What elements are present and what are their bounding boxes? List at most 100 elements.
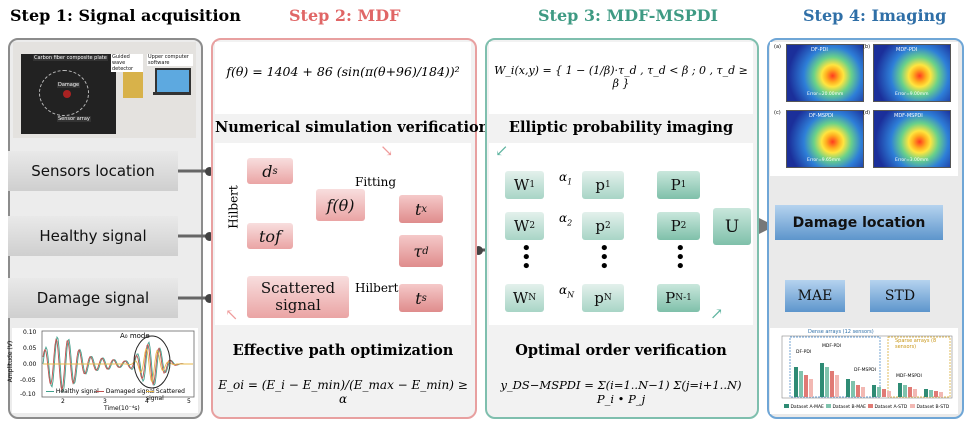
damaged-signal-line — [42, 338, 193, 392]
heatmap-b-tag: (b) — [863, 44, 871, 50]
junction-dot — [474, 246, 483, 255]
series-label-1: DF-PDI — [796, 350, 812, 355]
effective-path-heading: Effective path optimization — [232, 342, 454, 359]
mdf-formula: f(θ) = 1404 + 86 (sin(π(θ+96)/184))² — [226, 64, 460, 79]
mae-box: MAE — [785, 280, 845, 312]
alpha1-label: α1 — [559, 170, 573, 187]
sensor-ring — [39, 70, 89, 116]
bar — [851, 381, 855, 397]
std-box: STD — [870, 280, 930, 312]
bar — [861, 387, 865, 397]
step3-title: Step 3: MDF-MSPDI — [538, 6, 719, 25]
guided-wave-detector — [123, 72, 143, 98]
bar — [872, 385, 876, 397]
series-label-4: MDF-MSPDI — [896, 374, 922, 379]
bar — [913, 389, 917, 397]
bar — [877, 387, 881, 397]
junction-dot — [205, 294, 214, 303]
ellipse-formula: W_i(x,y) = { 1 − (1/β)·τ_d , τ_d < β ; 0… — [494, 64, 748, 90]
union-node: U — [713, 208, 751, 245]
y-tick-3: 0.00 — [23, 361, 37, 368]
heatmap-d-title: MDF-MSPDI — [894, 113, 923, 119]
photo-label-software: Upper computer software — [147, 54, 193, 66]
bar — [794, 367, 798, 397]
vertical-dots-P: ••• — [675, 238, 686, 277]
heatmap-d-tag: (d) — [863, 110, 871, 116]
error-bar-chart: Dense arrays (12 sensors) Sparse arrays … — [770, 328, 958, 414]
bar — [804, 375, 808, 397]
signal-plot-svg — [41, 330, 195, 398]
step4-title: Step 4: Imaging — [803, 6, 947, 25]
junction-dot — [205, 167, 214, 176]
series-label-2: MDF-PDI — [822, 344, 842, 349]
legend-b-mae: Dataset B-MAE — [826, 404, 866, 410]
legend-scattered: Scattered signal — [146, 388, 185, 402]
bar — [934, 391, 938, 397]
x-tick-2: 3 — [103, 398, 107, 405]
healthy-signal-line — [42, 336, 193, 393]
sparse-array-header: Sparse arrays (8 sensors) — [895, 338, 937, 350]
optimal-order-formula: y_DS−MSPDI = Σ(i=1..N−1) Σ(j=i+1..N) P_i… — [500, 378, 742, 406]
legend-a-mae: Dataset A-MAE — [784, 404, 824, 410]
heatmap-a-tag: (a) — [774, 44, 781, 50]
heatmap-d — [873, 110, 951, 168]
alphaN-label: αN — [559, 283, 575, 300]
y-tick-5: -0.10 — [20, 391, 36, 398]
experiment-photo: Carbon fiber composite plate Damage Sens… — [13, 42, 196, 138]
numerical-simulation-heading: Numerical simulation verification — [215, 119, 490, 136]
y-tick-2: 0.05 — [23, 345, 37, 352]
step2-pink-arrow-bottom: ↖ — [225, 305, 239, 324]
y-tick-4: -0.05 — [20, 377, 36, 384]
step2-title: Step 2: MDF — [289, 6, 401, 25]
junction-dot — [205, 232, 214, 241]
legend-healthy: Healthy signal — [46, 388, 99, 395]
elliptic-probability-heading: Elliptic probability imaging — [508, 119, 734, 136]
bar — [799, 371, 803, 397]
scattered-signal-node: Scattered signal — [247, 276, 349, 318]
bar — [882, 389, 886, 397]
heatmap-c-error: Error=9.65mm — [807, 158, 841, 163]
step3-teal-arrow-top: ↙ — [495, 141, 509, 160]
vertical-dots-p: ••• — [599, 238, 610, 277]
hilbert-label-mid: Hilbert — [355, 281, 399, 295]
damage-signal-box: Damage signal — [8, 278, 178, 318]
photo-label-damage: Damage — [57, 82, 81, 88]
step1-title: Step 1: Signal acquisition — [10, 6, 241, 25]
step3-teal-arrow-bottom: ↗ — [710, 304, 724, 323]
tof-node: tof — [247, 223, 293, 249]
bar — [898, 383, 902, 397]
bar — [820, 363, 824, 397]
f-theta-node: f(θ) — [316, 189, 365, 221]
bar — [887, 391, 891, 397]
bar — [856, 385, 860, 397]
a0-mode-ellipse — [133, 335, 171, 389]
photo-label-detector: Guided wave detector — [111, 54, 143, 72]
bar — [903, 385, 907, 397]
photo-label-sensor: Sensor array — [57, 116, 91, 122]
bar — [929, 390, 933, 397]
y-tick-1: 0.10 — [23, 329, 37, 336]
scattered-signal-line — [43, 348, 193, 383]
photo-label-plate: Carbon fiber composite plate — [33, 55, 108, 61]
effective-path-formula: E_oi = (E_i − E_min)/(E_max − E_min) ≥ α — [218, 378, 468, 406]
bar — [924, 389, 928, 397]
series-label-3: DF-MSPDI — [854, 368, 876, 373]
damage-location-box: Damage location — [775, 205, 943, 240]
mdf-formula-area — [215, 42, 471, 114]
dense-array-header: Dense arrays (12 sensors) — [808, 329, 874, 335]
alpha2-label: α2 — [559, 211, 573, 228]
bar — [830, 371, 834, 397]
heatmap-c-tag: (c) — [774, 110, 781, 116]
step2-pink-arrow-top: ↘ — [380, 141, 394, 160]
